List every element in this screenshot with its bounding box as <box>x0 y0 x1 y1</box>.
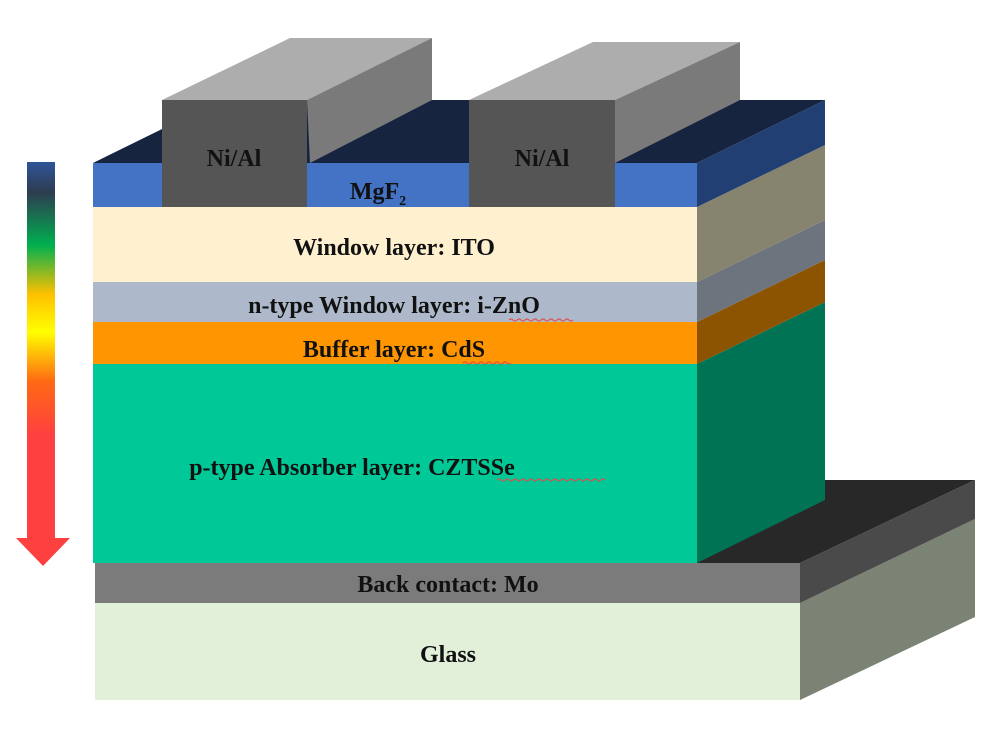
glass-side <box>800 519 975 700</box>
ito-front <box>93 207 697 282</box>
contact-top <box>162 38 432 100</box>
izno-label: n-type Window layer: i-ZnO <box>248 293 540 319</box>
layer-buffer-cds: Buffer layer: CdS <box>93 260 825 365</box>
layer-window-ito: Window layer: ITO <box>93 145 825 282</box>
layer-absorber-czts: p-type Absorber layer: CZTSSe <box>93 302 825 563</box>
light-direction-arrow-icon <box>16 162 70 566</box>
glass-front <box>95 603 800 700</box>
czts-front <box>93 364 697 563</box>
contact-label: Ni/Al <box>207 146 262 172</box>
cds-label: Buffer layer: CdS <box>303 337 485 363</box>
mo-front <box>95 563 800 603</box>
contact-label: Ni/Al <box>515 146 570 172</box>
layer-glass: Glass <box>95 519 975 700</box>
contact-ni-al-right: Ni/Al <box>469 42 740 207</box>
contact-side <box>615 42 740 163</box>
spellcheck-underline <box>508 318 574 322</box>
contact-ni-al-left: Ni/Al <box>162 38 432 207</box>
czts-formula: CZTSSe <box>428 455 515 481</box>
mo-side <box>800 480 975 603</box>
contact-side <box>307 38 432 163</box>
ito-side <box>697 145 825 282</box>
izno-front <box>93 282 697 322</box>
czts-label: p-type Absorber layer: CZTSSe <box>189 455 515 481</box>
spellcheck-underline <box>462 361 512 365</box>
mgf2-label: MgF2 <box>350 179 406 209</box>
ito-label: Window layer: ITO <box>293 235 495 261</box>
layer-window-izno: n-type Window layer: i-ZnO <box>93 220 825 322</box>
glass-label: Glass <box>420 642 476 668</box>
mo-label: Back contact: Mo <box>357 572 538 598</box>
spellcheck-underline <box>496 478 606 482</box>
czts-side <box>697 302 825 563</box>
izno-side <box>697 220 825 322</box>
contact-top <box>469 42 740 100</box>
cds-front <box>93 322 697 364</box>
cds-side <box>697 260 825 364</box>
contact-front <box>162 100 307 207</box>
contact-front <box>469 100 615 207</box>
mgf2-side <box>697 100 825 207</box>
